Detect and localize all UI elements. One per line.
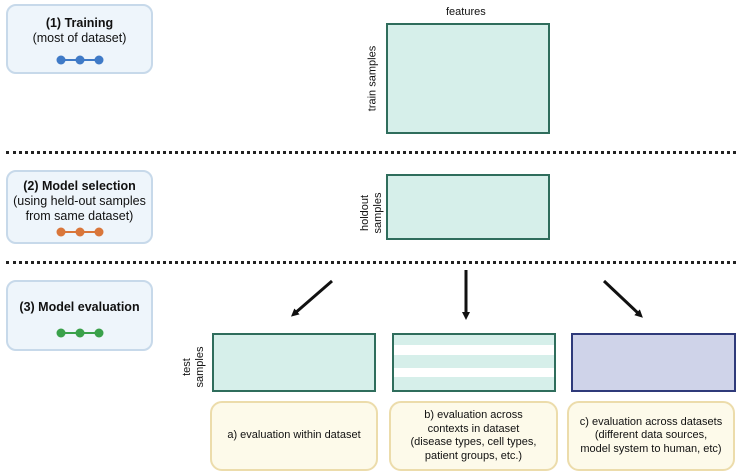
eval-across-contexts-box: b) evaluation across contexts in dataset… [389,401,558,471]
eval-across-contexts-line-4: patient groups, etc.) [424,449,523,462]
arrow-right [602,279,643,318]
arrow-left [290,279,333,317]
test-matrix-within [212,333,376,392]
test-label-line-2: samples [194,346,206,388]
eval-across-contexts-line-3: (disease types, cell types, [410,436,537,448]
test-matrix-contexts [392,333,556,392]
test-samples-label: test samples [181,337,207,397]
eval-within-dataset-box: a) evaluation within dataset [210,401,378,471]
stage-model-selection-subtitle-1: (using held-out samples [13,194,146,208]
chain-icon-orange [56,227,103,237]
stage-model-selection-subtitle-2: from same dataset) [25,209,134,223]
stage-model-selection-title: (2) Model selection [23,179,136,193]
holdout-matrix [386,174,550,240]
stage-model-evaluation-box: (3) Model evaluation [6,280,153,351]
stage-training-box: (1) Training (most of dataset) [6,4,153,74]
stage-training-title: (1) Training [45,16,114,30]
train-matrix [386,23,550,134]
stage-model-evaluation-title: (3) Model evaluation [19,300,140,314]
stage-model-selection-box: (2) Model selection (using held-out samp… [6,170,153,244]
eval-across-datasets-line-3: model system to human, etc) [580,442,722,455]
test-label-line-1: test [181,358,193,376]
eval-across-datasets-box: c) evaluation across datasets (different… [567,401,735,471]
stage-training-subtitle: (most of dataset) [32,31,127,45]
eval-across-contexts-line-1: b) evaluation across [424,409,523,421]
features-label: features [446,6,486,18]
divider-2 [6,261,736,264]
chain-icon-green [56,328,103,338]
eval-across-datasets-line-2: (different data sources, [594,429,708,442]
test-matrix-across-datasets [571,333,736,392]
chain-icon-blue [56,55,103,65]
eval-within-dataset-text: a) evaluation within dataset [227,429,361,442]
eval-across-contexts-line-2: contexts in dataset [427,422,520,435]
divider-1 [6,151,736,154]
eval-across-datasets-line-1: c) evaluation across datasets [579,415,723,428]
